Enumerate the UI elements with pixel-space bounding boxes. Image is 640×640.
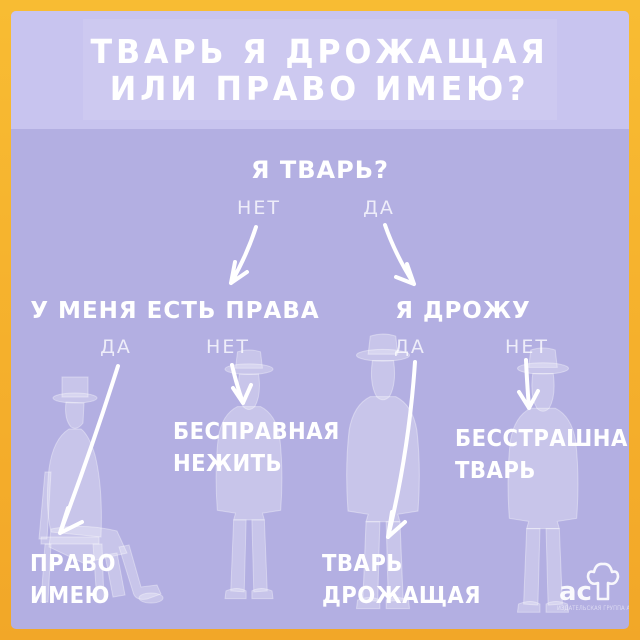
arrow-left-no bbox=[230, 363, 253, 405]
outcome-line: БЕССТРАШНАЯ bbox=[455, 426, 629, 452]
poster-title: ТВАРЬ Я ДРОЖАЩАЯ ИЛИ ПРАВО ИМЕЮ? bbox=[11, 11, 629, 129]
arrow-right-yes bbox=[386, 360, 417, 539]
question-root: Я ТВАРЬ? bbox=[251, 156, 389, 184]
label-right-yes: ДА bbox=[394, 336, 426, 358]
outcome-line: ТВАРЬ bbox=[455, 458, 536, 484]
poster: ТВАРЬ Я ДРОЖАЩАЯ ИЛИ ПРАВО ИМЕЮ? bbox=[11, 11, 629, 629]
label-left-no: НЕТ bbox=[206, 336, 250, 358]
flowchart-graphics bbox=[38, 223, 579, 613]
outcome-line: ПРАВО bbox=[30, 551, 117, 577]
outcome-line: ДРОЖАЩАЯ bbox=[322, 583, 482, 609]
title-line-2: ИЛИ ПРАВО ИМЕЮ? bbox=[110, 69, 530, 108]
arrow-left-yes bbox=[58, 364, 120, 535]
ast-logo-text: ас bbox=[559, 577, 592, 607]
question-right: Я ДРОЖУ bbox=[395, 298, 531, 324]
outcome-fearless-creature: БЕССТРАШНАЯ ТВАРЬ bbox=[455, 423, 629, 487]
outcome-line: ИМЕЮ bbox=[30, 583, 110, 609]
header: ТВАРЬ Я ДРОЖАЩАЯ ИЛИ ПРАВО ИМЕЮ? bbox=[11, 11, 629, 129]
ast-person-icon bbox=[586, 562, 620, 601]
ast-logo: ас ИЗДАТЕЛЬСКАЯ ГРУППА АСТ bbox=[557, 561, 629, 623]
title-line-1: ТВАРЬ Я ДРОЖАЩАЯ bbox=[90, 32, 550, 71]
arrow-root-no bbox=[229, 225, 258, 285]
outcome-rightless-undead: БЕСПРАВНАЯ НЕЖИТЬ bbox=[173, 416, 340, 480]
title-panel bbox=[83, 19, 557, 120]
outcome-have-right: ПРАВО ИМЕЮ bbox=[30, 548, 116, 612]
arrow-root-yes bbox=[383, 223, 416, 286]
label-left-yes: ДА bbox=[100, 336, 132, 358]
question-left: У МЕНЯ ЕСТЬ ПРАВА bbox=[30, 298, 320, 324]
label-root-no: НЕТ bbox=[237, 197, 281, 219]
label-root-yes: ДА bbox=[363, 197, 395, 219]
arrow-right-no bbox=[517, 358, 540, 410]
outcome-line: ТВАРЬ bbox=[322, 551, 403, 577]
outcome-line: БЕСПРАВНАЯ bbox=[173, 419, 340, 445]
outcome-trembling-creature: ТВАРЬ ДРОЖАЩАЯ bbox=[322, 548, 481, 612]
outcome-line: НЕЖИТЬ bbox=[173, 451, 283, 477]
ast-logo-caption: ИЗДАТЕЛЬСКАЯ ГРУППА АСТ bbox=[557, 605, 629, 612]
label-right-no: НЕТ bbox=[505, 336, 549, 358]
